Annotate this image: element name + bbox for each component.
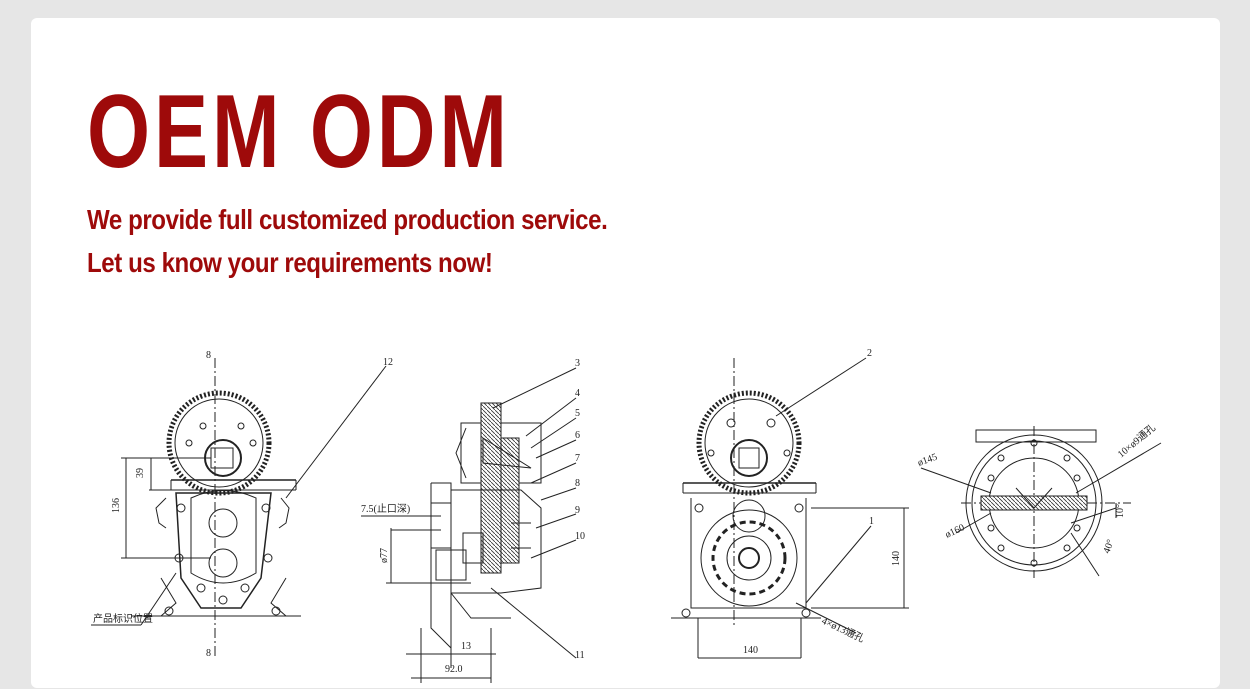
side-dim-13: 13 [461,641,471,652]
front-marker-top: 8 [206,350,211,361]
rear-callout-2: 2 [867,348,872,359]
side-callout-4: 4 [575,388,580,399]
top-angle-40: 40° [1101,538,1116,555]
top-dia-160: ø160 [944,522,967,540]
tagline-requirements: Let us know your requirements now! [87,247,493,278]
side-dim-diameter: ø77 [379,548,390,563]
top-holes-note: 10×ø9通孔 [1115,422,1158,461]
side-callout-11: 11 [575,650,585,661]
front-marker-bottom: 8 [206,648,211,659]
front-dim-gear: 39 [135,468,146,478]
side-callout-8: 8 [575,478,580,489]
front-nameplate-note: 产品标识位置 [93,612,153,625]
top-angle-10: 10° [1115,504,1126,518]
rear-dim-140-width: 140 [743,645,758,656]
rear-view-drawing [671,357,909,659]
technical-drawings: 8 8 12 136 39 产品标识位置 7.5(止口深) ø77 13 92.… [91,348,1162,683]
rear-holes-note: 4×ø13通孔 [820,615,866,645]
tagline-customized-service: We provide full customized production se… [87,204,608,235]
side-view-drawing [361,367,577,683]
top-view-drawing [920,426,1162,578]
front-view-drawing [91,358,387,658]
side-callout-7: 7 [575,453,580,464]
front-dim-height: 136 [111,498,122,513]
side-dim-spigot: 7.5(止口深) [361,503,410,515]
rear-dim-140-height: 140 [891,551,902,566]
side-callout-5: 5 [575,408,580,419]
headline-oem-odm: OEM ODM [87,74,511,190]
rear-callout-1: 1 [869,516,874,527]
content-card: OEM ODM We provide full customized produ… [31,18,1220,688]
side-callout-3: 3 [575,358,580,369]
top-dia-145: ø145 [916,452,939,469]
side-callout-6: 6 [575,430,580,441]
side-callout-10: 10 [575,531,585,542]
side-dim-92: 92.0 [445,664,463,675]
front-callout-12: 12 [383,357,393,368]
side-callout-9: 9 [575,505,580,516]
